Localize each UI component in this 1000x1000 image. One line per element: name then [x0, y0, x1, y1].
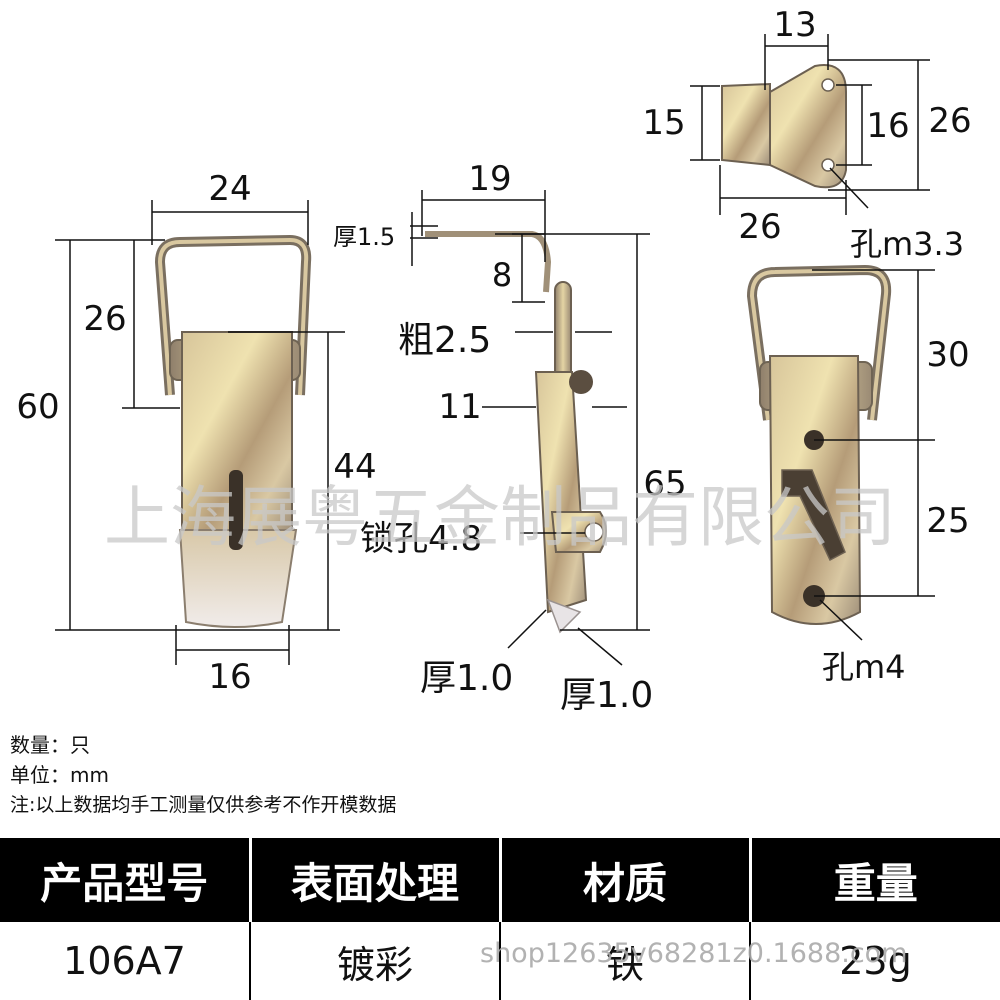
side-height-label: 65 — [643, 464, 686, 504]
side-wire-diameter-label: 粗2.5 — [398, 320, 491, 361]
side-view-latch — [425, 231, 607, 634]
front-width-top-label: 24 — [208, 169, 251, 209]
front-total-height-label: 60 — [16, 387, 59, 427]
side-lock-hole-label: 锁孔4.8 — [360, 519, 482, 559]
header-surface: 表面处理 — [250, 838, 502, 922]
shop-url-watermark: shop12635v68281z0.1688.com — [480, 938, 908, 969]
front-view-latch — [154, 234, 312, 628]
catch-width-top-label: 13 — [773, 5, 816, 45]
front-loop-height-label: 26 — [83, 299, 126, 339]
side-hook-height-label: 8 — [492, 256, 512, 294]
side-width-top-label: 19 — [468, 159, 511, 199]
catch-width-bottom-label: 26 — [738, 207, 781, 247]
side-thickness-a-label: 厚1.0 — [420, 658, 513, 699]
value-model: 106A7 — [0, 922, 251, 1000]
back-view-latch — [746, 264, 892, 625]
header-weight: 重量 — [750, 838, 1000, 922]
front-width-bottom-label: 16 — [208, 657, 251, 697]
spec-value-row: 106A7 镀彩 铁 23g — [0, 922, 1000, 1000]
unit-line: 单位：mm — [10, 760, 396, 790]
unit-value: mm — [70, 763, 109, 787]
catch-dimensions — [690, 34, 930, 215]
spec-notes: 数量：只 单位：mm 注:以上数据均手工测量仅供参考不作开模数据 — [10, 730, 396, 820]
catch-left-height-label: 15 — [642, 103, 685, 143]
back-lower-height-label: 25 — [926, 501, 969, 541]
value-surface: 镀彩 — [250, 922, 501, 1000]
quantity-line: 数量：只 — [10, 730, 396, 760]
value-weight: 23g — [750, 922, 1000, 1000]
side-dimensions — [410, 190, 650, 666]
spec-header-row: 产品型号 表面处理 材质 重量 — [0, 838, 1000, 922]
catch-plate — [721, 64, 847, 189]
quantity-value: 只 — [70, 733, 90, 757]
catch-hole-label: 孔m3.3 — [850, 225, 964, 263]
side-top-thickness-label: 厚1.5 — [333, 223, 395, 251]
quantity-label: 数量： — [10, 733, 70, 757]
header-model: 产品型号 — [0, 838, 252, 922]
company-watermark: 上海展粤五金制品有限公司 — [104, 479, 896, 556]
side-thickness-b-label: 厚1.0 — [560, 675, 653, 716]
back-dimensions — [812, 269, 935, 641]
back-hole-label: 孔m4 — [822, 648, 906, 686]
unit-label: 单位： — [10, 763, 70, 787]
catch-hole-spacing-label: 16 — [866, 106, 909, 146]
side-depth-label: 11 — [438, 387, 481, 427]
front-dimensions — [55, 200, 345, 665]
value-material: 铁 — [500, 922, 751, 1000]
back-upper-height-label: 30 — [926, 335, 969, 375]
product-spec-table: 产品型号 表面处理 材质 重量 106A7 镀彩 铁 23g — [0, 838, 1000, 1000]
front-body-height-label: 44 — [333, 447, 376, 487]
catch-total-height-label: 26 — [928, 101, 971, 141]
header-material: 材质 — [500, 838, 752, 922]
measurement-disclaimer: 注:以上数据均手工测量仅供参考不作开模数据 — [10, 794, 397, 816]
